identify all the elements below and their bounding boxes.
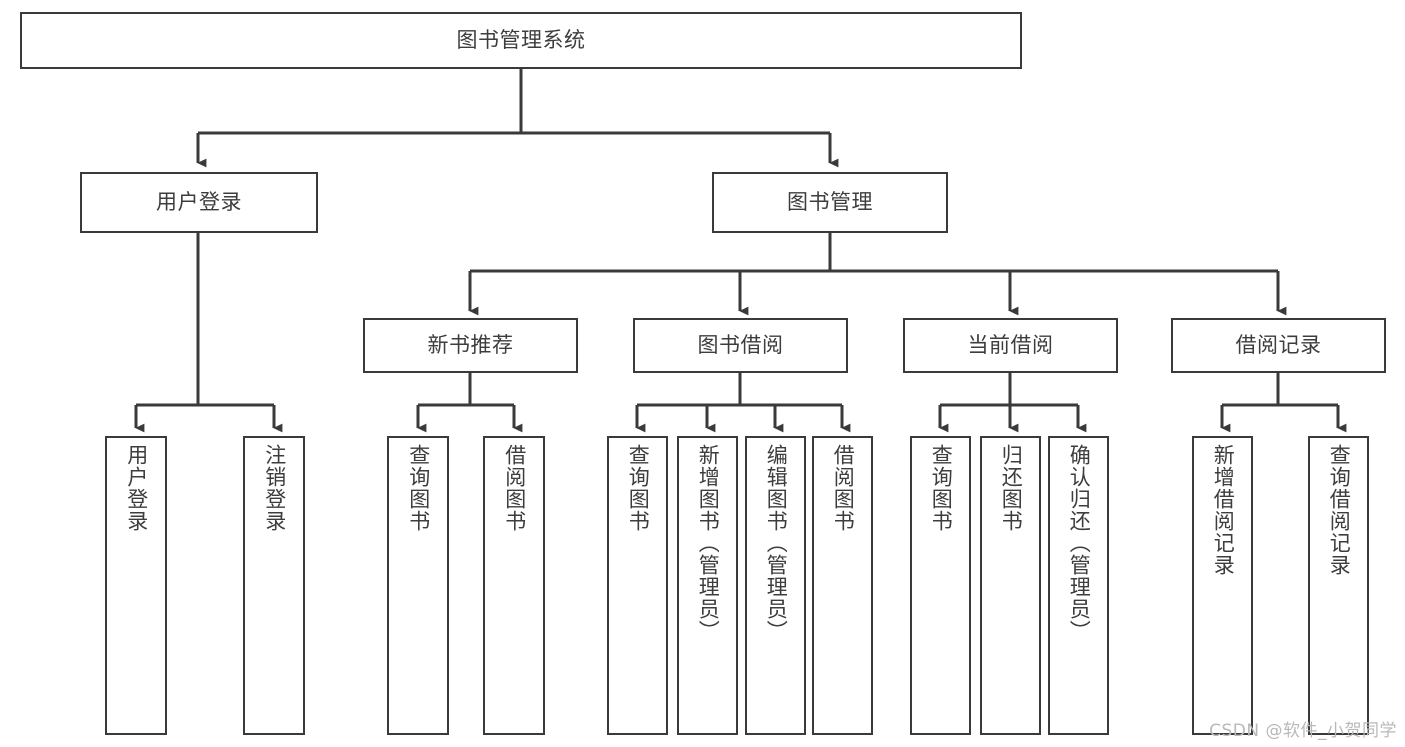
leaf-borrow-query-book[interactable]: 查询图书 — [607, 436, 668, 735]
leaf-user-login-logout-label: 注销登录 — [262, 444, 287, 532]
leaf-current-return-book-label: 归还图书 — [999, 444, 1024, 532]
node-borrow-record-label: 借阅记录 — [1235, 333, 1322, 358]
leaf-borrow-query-book-label: 查询图书 — [626, 444, 651, 532]
leaf-current-query-book[interactable]: 查询图书 — [910, 436, 971, 735]
node-book-borrow[interactable]: 图书借阅 — [633, 318, 848, 373]
node-borrow-record[interactable]: 借阅记录 — [1171, 318, 1386, 373]
leaf-recommend-query-book[interactable]: 查询图书 — [387, 436, 449, 735]
leaf-user-login-logout[interactable]: 注销登录 — [243, 436, 305, 735]
node-current-borrow[interactable]: 当前借阅 — [903, 318, 1118, 373]
leaf-user-login-login[interactable]: 用户登录 — [105, 436, 167, 735]
node-new-book-recommend-label: 新书推荐 — [427, 333, 514, 358]
leaf-borrow-add-book-admin[interactable]: 新增图书（管理员） — [677, 436, 738, 735]
node-root-label: 图书管理系统 — [456, 28, 586, 53]
leaf-borrow-edit-book-admin[interactable]: 编辑图书（管理员） — [745, 436, 806, 735]
leaf-record-query-record[interactable]: 查询借阅记录 — [1308, 436, 1369, 735]
leaf-current-confirm-return-admin-label: 确认归还（管理员） — [1067, 444, 1092, 642]
node-book-borrow-label: 图书借阅 — [697, 333, 784, 358]
leaf-borrow-borrow-book[interactable]: 借阅图书 — [812, 436, 873, 735]
leaf-current-query-book-label: 查询图书 — [929, 444, 954, 532]
leaf-borrow-borrow-book-label: 借阅图书 — [831, 444, 856, 532]
leaf-record-query-record-label: 查询借阅记录 — [1327, 444, 1352, 576]
leaf-current-return-book[interactable]: 归还图书 — [980, 436, 1041, 735]
node-book-management[interactable]: 图书管理 — [712, 172, 948, 233]
node-new-book-recommend[interactable]: 新书推荐 — [363, 318, 578, 373]
leaf-record-add-record-label: 新增借阅记录 — [1211, 444, 1236, 576]
node-root[interactable]: 图书管理系统 — [20, 12, 1022, 69]
leaf-recommend-borrow-book[interactable]: 借阅图书 — [483, 436, 545, 735]
node-book-management-label: 图书管理 — [787, 190, 873, 215]
leaf-borrow-edit-book-admin-label: 编辑图书（管理员） — [764, 444, 789, 642]
node-current-borrow-label: 当前借阅 — [967, 333, 1054, 358]
csdn-watermark: CSDN @软件_小贺同学 — [1209, 721, 1397, 741]
node-user-login-label: 用户登录 — [156, 190, 242, 215]
leaf-user-login-login-label: 用户登录 — [124, 444, 149, 532]
leaf-borrow-add-book-admin-label: 新增图书（管理员） — [696, 444, 721, 642]
leaf-record-add-record[interactable]: 新增借阅记录 — [1192, 436, 1253, 735]
leaf-recommend-query-book-label: 查询图书 — [406, 444, 431, 532]
node-user-login[interactable]: 用户登录 — [80, 172, 318, 233]
leaf-recommend-borrow-book-label: 借阅图书 — [502, 444, 527, 532]
leaf-current-confirm-return-admin[interactable]: 确认归还（管理员） — [1048, 436, 1109, 735]
